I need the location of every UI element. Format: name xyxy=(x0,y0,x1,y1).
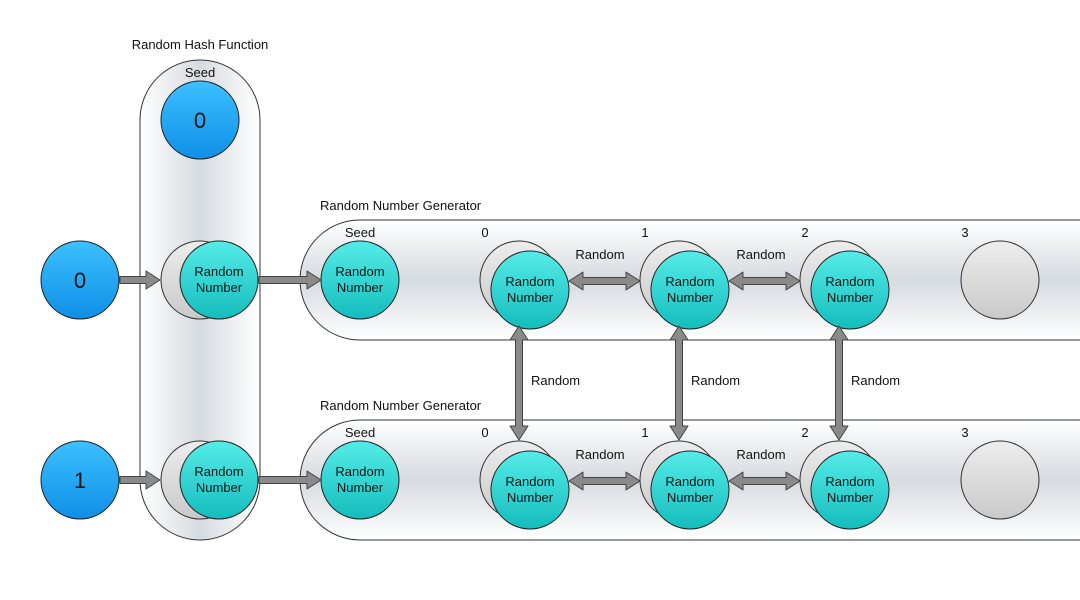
generator-title: Random Number Generator xyxy=(320,198,482,213)
horizontal-arrow-label: Random xyxy=(736,447,785,462)
arrow-input-to-hash xyxy=(119,470,161,490)
step-node[interactable] xyxy=(810,250,890,330)
vertical-arrow-label: Random xyxy=(691,373,740,388)
step-node[interactable] xyxy=(650,450,730,530)
step-index-label: 1 xyxy=(641,425,648,440)
step-index-label: 2 xyxy=(801,225,808,240)
step-node-label: Random xyxy=(825,474,874,489)
empty-step-node xyxy=(960,440,1040,520)
generator-seed-node-label: Random xyxy=(335,264,384,279)
step-node-label: Number xyxy=(507,490,554,505)
hash-output-label: Number xyxy=(196,480,243,495)
step-node[interactable] xyxy=(650,250,730,330)
step-node-label: Random xyxy=(825,274,874,289)
double-arrow-horizontal xyxy=(568,471,641,491)
step-node-label: Number xyxy=(827,490,874,505)
step-node-label: Number xyxy=(827,290,874,305)
generator-title: Random Number Generator xyxy=(320,398,482,413)
generator-seed-node-label: Random xyxy=(335,464,384,479)
empty-step-node xyxy=(960,240,1040,320)
hash-output-node[interactable] xyxy=(179,440,259,520)
step-index-label: 3 xyxy=(961,425,968,440)
horizontal-arrow-label: Random xyxy=(575,447,624,462)
double-arrow-vertical xyxy=(509,325,529,441)
step-node-label: Random xyxy=(505,274,554,289)
vertical-arrow-label: Random xyxy=(531,373,580,388)
double-arrow-horizontal xyxy=(728,471,801,491)
step-node-label: Number xyxy=(667,290,714,305)
horizontal-arrow-label: Random xyxy=(736,247,785,262)
step-node-label: Random xyxy=(665,274,714,289)
double-arrow-horizontal xyxy=(568,271,641,291)
double-arrow-horizontal xyxy=(728,271,801,291)
input-node[interactable] xyxy=(40,240,120,320)
step-index-label: 1 xyxy=(641,225,648,240)
step-node-label: Random xyxy=(665,474,714,489)
double-arrow-vertical xyxy=(829,325,849,441)
hash-output-label: Number xyxy=(196,280,243,295)
hash-output-label: Random xyxy=(194,464,243,479)
step-node-label: Random xyxy=(505,474,554,489)
horizontal-arrow-label: Random xyxy=(575,247,624,262)
generator-seed-node-label: Number xyxy=(337,280,384,295)
arrow-hash-to-generator xyxy=(258,270,322,290)
vertical-arrow-label: Random xyxy=(851,373,900,388)
input-node[interactable] xyxy=(40,440,120,520)
generator-seed-node-label: Number xyxy=(337,480,384,495)
step-index-label: 0 xyxy=(481,425,488,440)
arrow-hash-to-generator xyxy=(258,470,322,490)
hash-seed-value: 0 xyxy=(194,108,206,133)
arrow-input-to-hash xyxy=(119,270,161,290)
hash-output-label: Random xyxy=(194,264,243,279)
step-node[interactable] xyxy=(490,250,570,330)
step-node-label: Number xyxy=(507,290,554,305)
step-index-label: 2 xyxy=(801,425,808,440)
generator-seed-label: Seed xyxy=(345,225,375,240)
input-value: 0 xyxy=(74,268,86,293)
hash-function-title: Random Hash Function xyxy=(132,37,269,52)
step-index-label: 3 xyxy=(961,225,968,240)
step-index-label: 0 xyxy=(481,225,488,240)
input-value: 1 xyxy=(74,468,86,493)
double-arrow-vertical xyxy=(669,325,689,441)
step-node[interactable] xyxy=(810,450,890,530)
hash-output-node[interactable] xyxy=(179,240,259,320)
hash-seed-label: Seed xyxy=(185,65,215,80)
step-node-label: Number xyxy=(667,490,714,505)
step-node[interactable] xyxy=(490,450,570,530)
generator-seed-label: Seed xyxy=(345,425,375,440)
hash-seed-node[interactable] xyxy=(160,80,240,160)
